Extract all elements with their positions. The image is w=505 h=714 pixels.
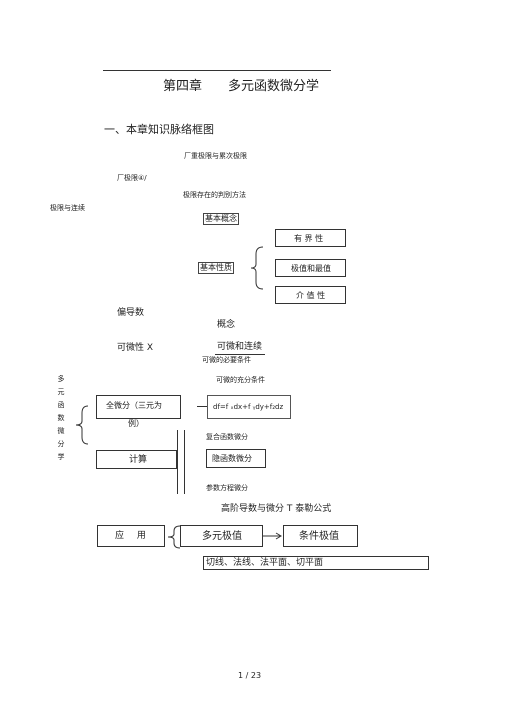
brace-properties <box>250 246 264 290</box>
box-implicit: 隐函数微分 <box>206 449 266 468</box>
node-implicit: 隐函数微分 <box>212 454 252 463</box>
node-limit-exist: 极限存在的判别方法 <box>183 191 246 199</box>
side-label-char: 数 <box>57 414 65 422</box>
node-compute: 计算 <box>129 455 148 465</box>
box-intermediate: 介 值 性 <box>275 286 346 304</box>
node-composite: 复合函数微分 <box>206 433 248 441</box>
box-conditional-extreme: 条件极值 <box>283 525 358 547</box>
node-application: 应 用 <box>115 531 151 541</box>
node-limit-continuity: 极限与连续 <box>50 204 85 212</box>
node-differentiability: 可微性 X <box>117 343 154 353</box>
node-limit-multi: 厂重极限与累次极限 <box>184 152 247 160</box>
node-parametric: 参数方程微分 <box>206 484 248 492</box>
node-multi-extreme: 多元极值 <box>202 531 242 542</box>
box-bounded: 有 界 性 <box>275 229 346 247</box>
box-application: 应 用 <box>97 525 165 547</box>
brace-application <box>167 525 181 549</box>
node-concept: 概念 <box>217 320 236 330</box>
node-basic-concept: 基本概念 <box>203 213 239 225</box>
node-total-diff: 全微分（三元为 <box>106 401 162 410</box>
node-higher-order: 高阶导数与微分 T 泰勒公式 <box>221 504 332 514</box>
side-label-char: 分 <box>57 440 65 448</box>
brace-left <box>75 405 89 445</box>
node-partial-derivative: 偏导数 <box>117 308 145 318</box>
chapter-title: 多元函数微分学 <box>228 79 320 94</box>
box-total-diff: 全微分（三元为 <box>96 395 181 419</box>
node-limit-main: 厂极限④/ <box>117 174 147 182</box>
compute-rule-1 <box>177 430 178 494</box>
box-extreme-max: 极值和最值 <box>275 259 346 277</box>
section-heading: 一、本章知识脉络框图 <box>104 123 214 136</box>
connector-formula <box>197 406 207 407</box>
box-geometry: 切线、法线、法平面、切平面 <box>203 556 429 570</box>
underline-diff-cont <box>215 354 265 355</box>
side-label-char: 微 <box>57 427 65 435</box>
node-diff-and-cont: 可微和连续 <box>217 342 263 352</box>
title-rule <box>103 70 331 71</box>
node-diff-necessary: 可微的必要条件 <box>202 356 251 364</box>
node-basic-property: 基本性质 <box>198 262 234 274</box>
arrow-conditional <box>263 532 282 540</box>
box-compute: 计算 <box>96 450 177 469</box>
node-bounded: 有 界 性 <box>294 234 324 243</box>
node-extreme-max: 极值和最值 <box>291 264 331 273</box>
page-number: 1 / 23 <box>238 671 262 680</box>
node-total-diff-cont: 例） <box>128 419 144 428</box>
side-label: 多元函数微分学 <box>56 373 66 464</box>
side-label-char: 函 <box>57 401 65 409</box>
node-conditional-extreme: 条件极值 <box>299 531 339 542</box>
chapter-number: 第四章 <box>163 79 203 94</box>
box-multi-extreme: 多元极值 <box>180 525 263 547</box>
side-label-char: 元 <box>57 388 65 396</box>
node-intermediate: 介 值 性 <box>296 291 326 300</box>
compute-rule-2 <box>184 430 185 494</box>
box-formula: df=f ₓdx+f ᵧdy+f₂dz <box>207 395 291 419</box>
side-label-char: 学 <box>57 453 65 461</box>
side-label-char: 多 <box>57 375 65 383</box>
node-diff-sufficient: 可微的充分条件 <box>216 376 265 384</box>
node-geometry: 切线、法线、法平面、切平面 <box>206 558 324 568</box>
node-formula: df=f ₓdx+f ᵧdy+f₂dz <box>213 403 284 411</box>
